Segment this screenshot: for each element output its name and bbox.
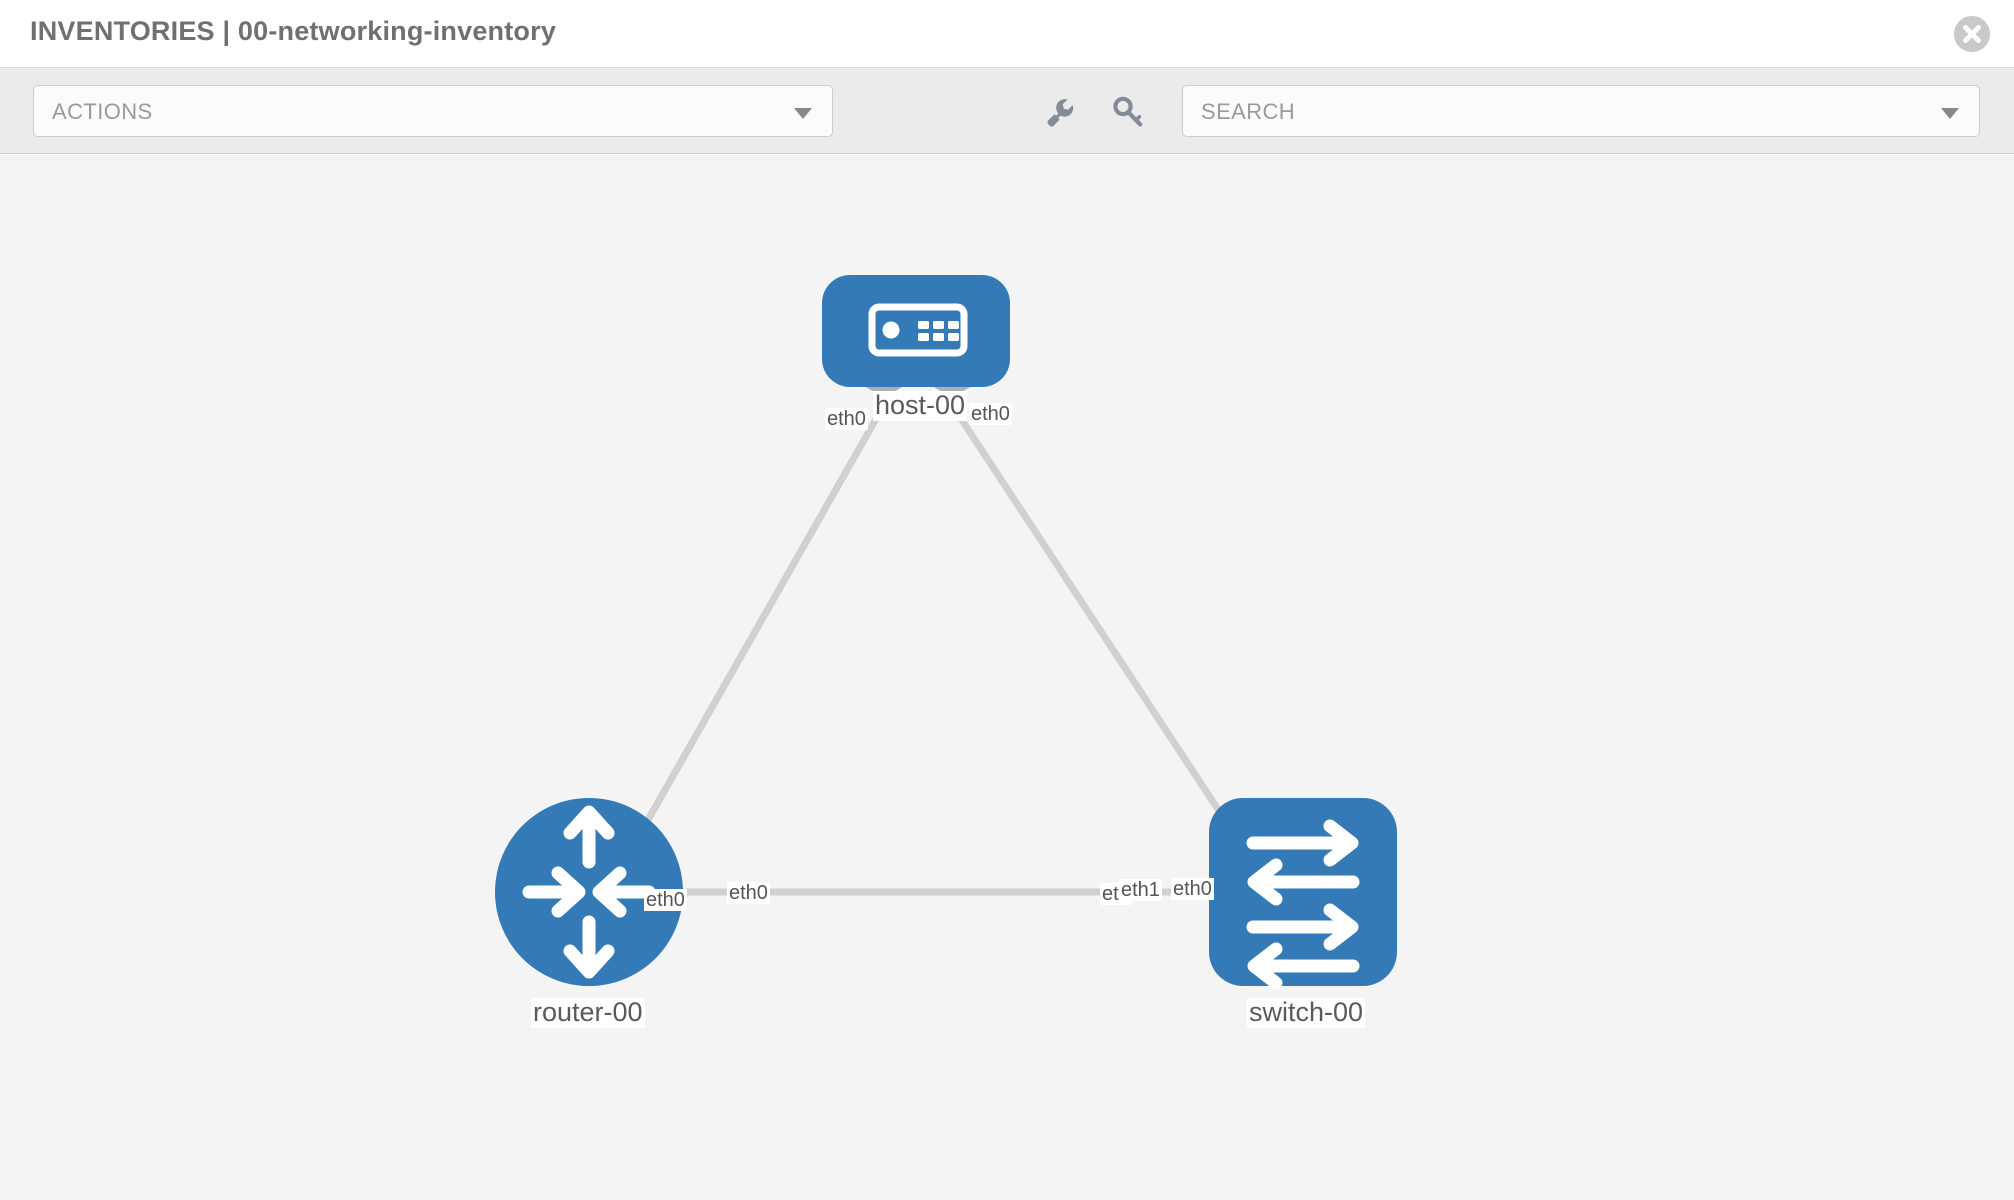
close-icon[interactable] [1954,16,1990,52]
iface-label-switch-host: eth0 [1171,878,1214,900]
search-placeholder-text: SEARCH [1201,99,1296,124]
node-label-switch-00: switch-00 [1247,997,1366,1028]
node-switch-00 [1209,798,1397,990]
key-icon[interactable] [1110,94,1146,130]
iface-label-host-switch: eth0 [969,403,1012,425]
page-header: INVENTORIES | 00-networking-inventory [0,0,2014,68]
iface-label-router-switch: eth0 [727,882,770,904]
search-input[interactable]: SEARCH [1182,85,1980,137]
page-title: INVENTORIES | 00-networking-inventory [30,16,557,46]
node-label-router-00: router-00 [531,997,645,1028]
link-host-switch [949,403,1251,857]
actions-dropdown[interactable]: ACTIONS [33,85,833,137]
iface-label-router-host: eth0 [644,889,687,911]
toolbar: ACTIONS SEARCH [0,68,2014,154]
chevron-down-icon [794,108,812,119]
node-router-00 [495,798,683,986]
node-host-00 [822,275,1010,387]
wrench-icon[interactable] [1042,94,1078,130]
iface-label-host-router: eth0 [825,408,868,430]
topology-canvas[interactable]: host-00 router-00 switch-00 eth0 eth0 et… [0,155,2014,1200]
link-host-router [624,403,888,857]
node-label-host-00: host-00 [873,390,968,421]
actions-dropdown-label: ACTIONS [52,99,153,124]
iface-label-switch-router: eth1 [1119,879,1162,901]
link-group [624,403,1251,896]
chevron-down-icon[interactable] [1941,108,1959,119]
topology-graph [495,275,1397,990]
